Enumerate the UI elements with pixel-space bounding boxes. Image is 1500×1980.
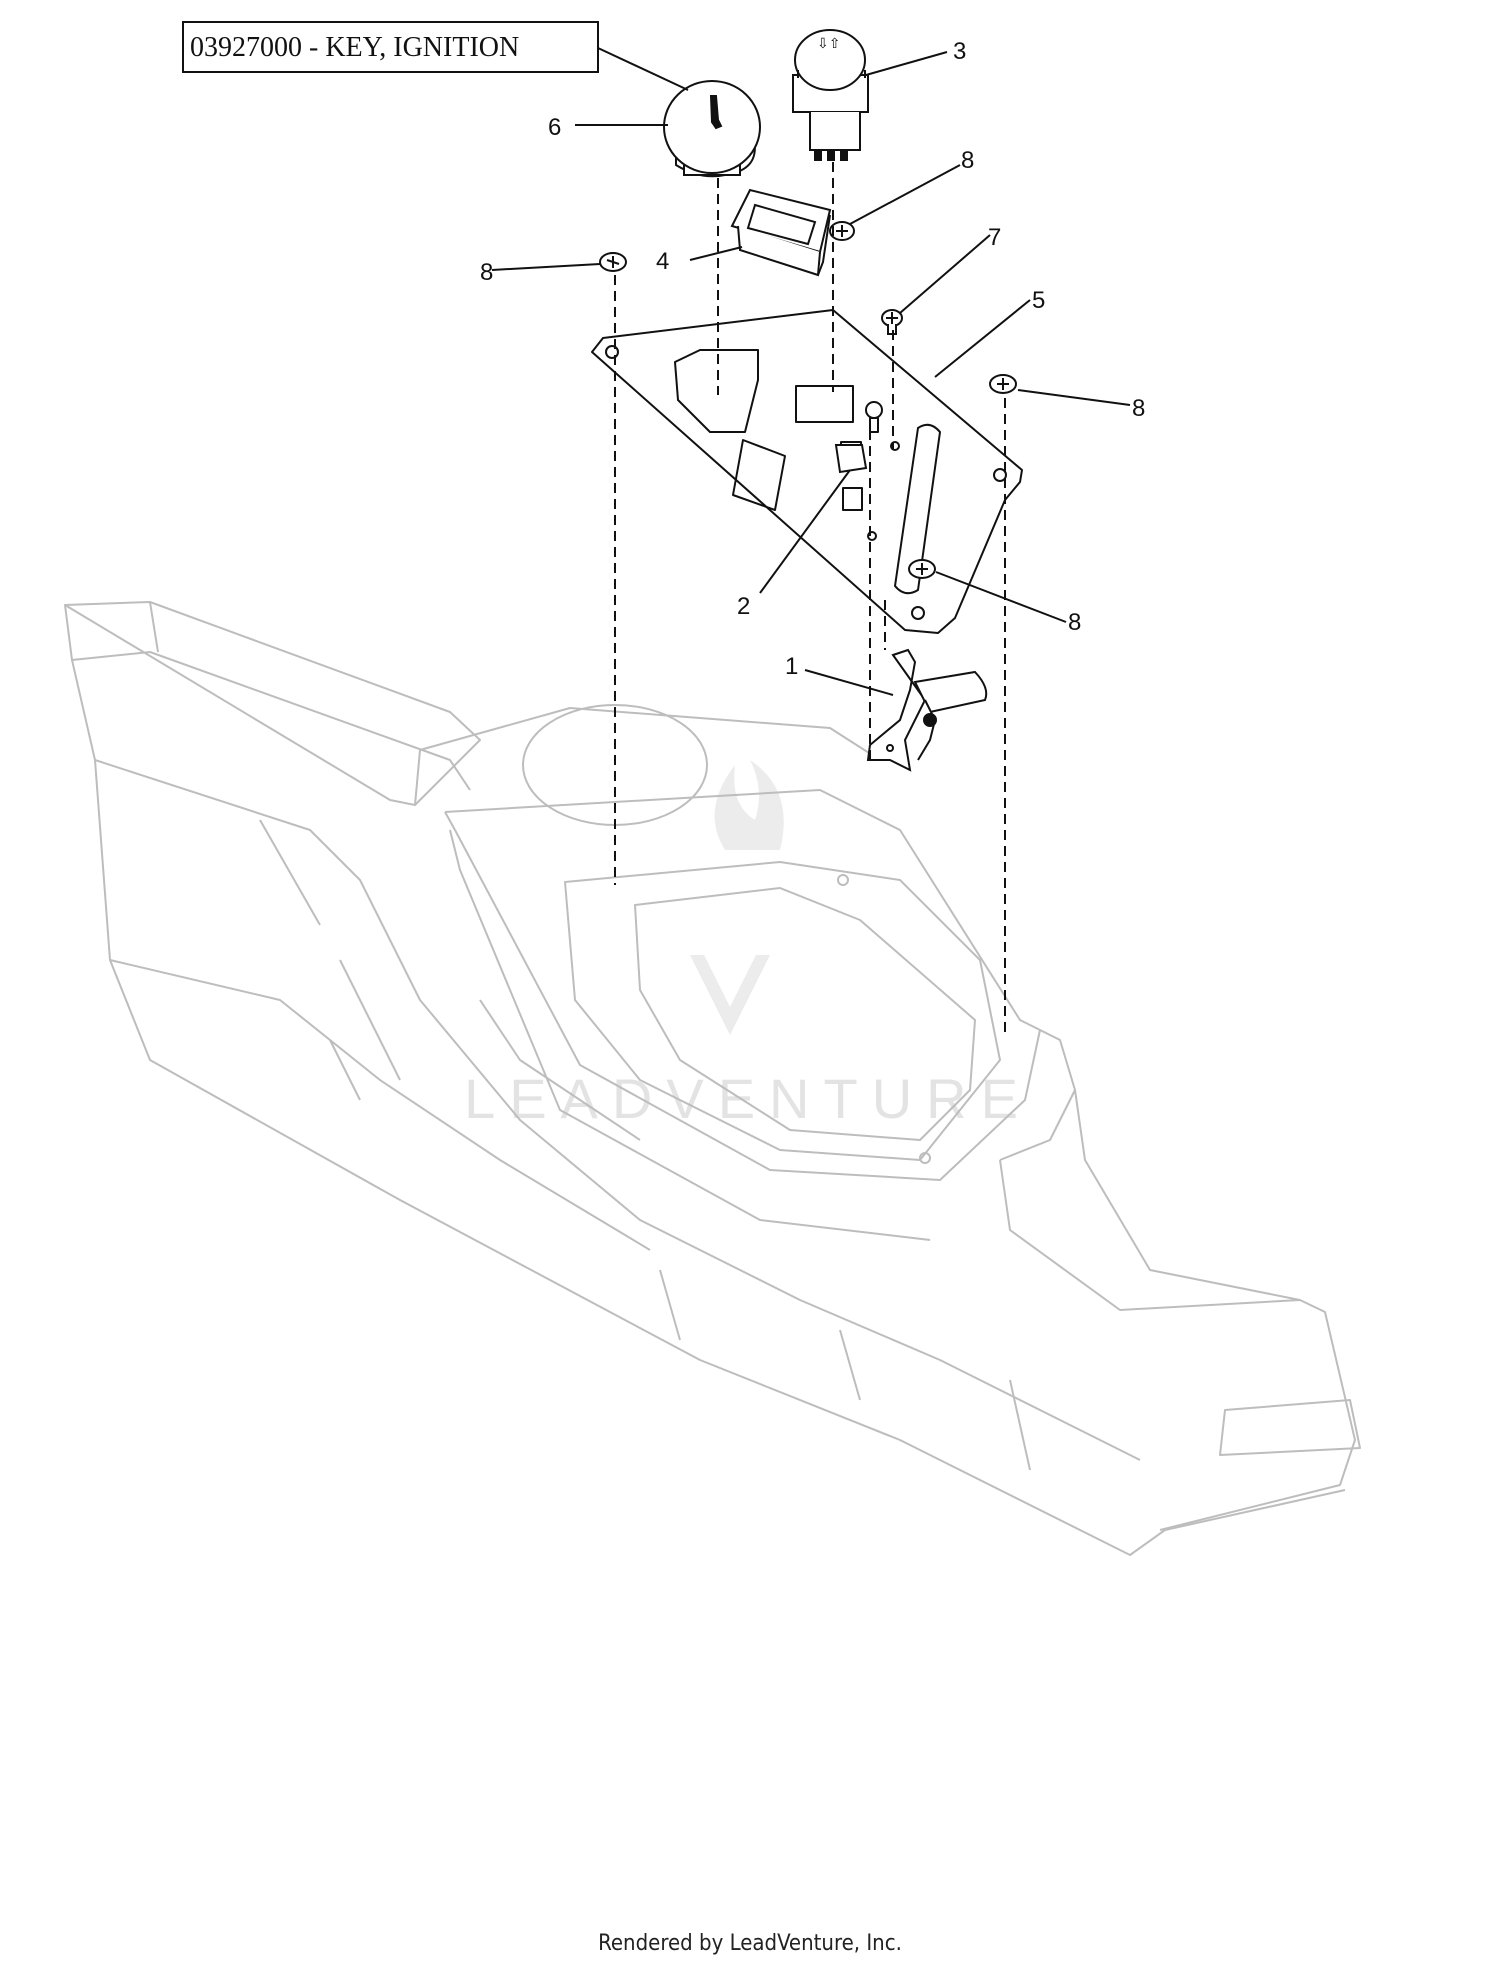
screw-8-top-left — [599, 252, 627, 272]
footer-credit: Rendered by LeadVenture, Inc. — [598, 1931, 902, 1956]
callout-8-meter: 8 — [961, 147, 974, 174]
screw-8-slot — [908, 559, 936, 579]
callout-8-left: 8 — [480, 259, 493, 286]
callout-1: 1 — [785, 653, 798, 680]
hour-meter-part-4 — [730, 188, 832, 277]
title-label: 03927000 - KEY, IGNITION — [190, 32, 519, 63]
callout-5: 5 — [1032, 287, 1045, 314]
assembly-lines — [614, 162, 1006, 1035]
svg-text:⇩⇧: ⇩⇧ — [817, 36, 840, 52]
switch-part-3: ⇩⇧ — [792, 29, 869, 161]
screw-8-meter — [829, 221, 855, 241]
title-box: 03927000 - KEY, IGNITION — [182, 21, 599, 73]
callout-4: 4 — [656, 248, 669, 275]
callout-8-right: 8 — [1132, 395, 1145, 422]
callout-7: 7 — [988, 224, 1001, 251]
callout-6: 6 — [548, 114, 561, 141]
callouts: 6 3 8 4 8 7 5 8 8 2 1 — [480, 38, 1145, 680]
hood-body — [64, 601, 1361, 1556]
pto-switch-part-1 — [866, 648, 988, 772]
small-switch-part-2 — [834, 444, 868, 474]
watermark: LEADVENTURE — [464, 760, 1032, 1130]
screw-7 — [881, 309, 903, 335]
callout-3: 3 — [953, 38, 966, 65]
ignition-switch-part-6 — [663, 80, 761, 178]
screws — [599, 221, 1017, 579]
callout-8-slot: 8 — [1068, 609, 1081, 636]
screw-8-right — [989, 374, 1017, 394]
leader-lines — [491, 47, 1131, 696]
callout-2: 2 — [737, 593, 750, 620]
watermark-text: LEADVENTURE — [464, 1067, 1032, 1130]
